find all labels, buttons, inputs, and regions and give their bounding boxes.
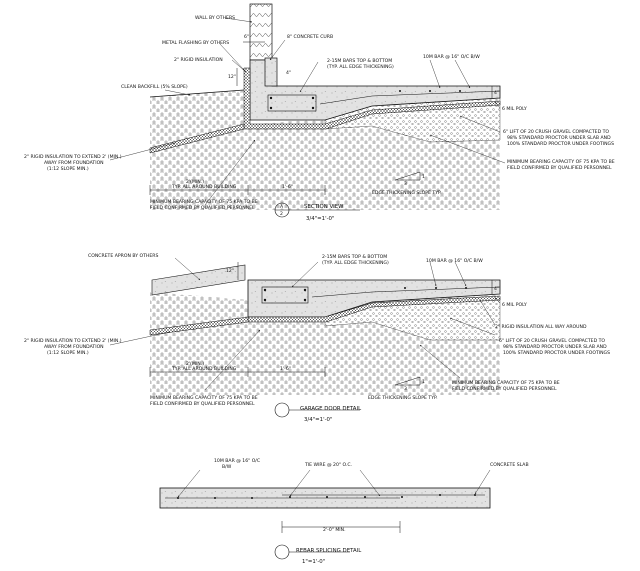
dim-12: 12" bbox=[228, 74, 236, 80]
dim-4b: 4" bbox=[494, 90, 499, 96]
note-gravel-1: 6" LIFT OF 20 CRUSH GRAVEL COMPACTED TO bbox=[503, 129, 609, 135]
note-garage-rigid-ext-2: AWAY FROM FOUNDATION bbox=[44, 344, 104, 350]
edge-thickening-bars bbox=[267, 94, 317, 112]
note-splice-bar-2: B/W bbox=[222, 464, 232, 470]
note-bearing-r2: FIELD CONFIRMED BY QUALIFIED PERSONNEL bbox=[507, 165, 612, 171]
garage-door-detail: CONCRETE APRON BY OTHERS 2-15M BARS TOP … bbox=[24, 253, 610, 423]
note-gravel-2: 98% STANDARD PROCTOR UNDER SLAB AND bbox=[507, 135, 611, 141]
note-backfill: CLEAN BACKFILL (5% SLOPE) bbox=[121, 84, 188, 90]
dim-garage-16: 1'-6" bbox=[280, 366, 291, 372]
marker-top: A bbox=[280, 204, 284, 210]
note-bars-sub: (TYP. ALL EDGE THICKENING) bbox=[327, 64, 394, 70]
dim-garage-2typ: TYP. ALL AROUND BUILDING bbox=[171, 366, 237, 372]
dim-2min: 2'(MIN.) bbox=[186, 179, 204, 185]
splice-marker bbox=[274, 544, 290, 560]
garage-edge-bars bbox=[261, 286, 309, 304]
note-garage-bars-sub: (TYP. ALL EDGE THICKENING) bbox=[322, 260, 389, 266]
splice-title: REBAR SPLICING DETAIL bbox=[296, 548, 361, 554]
dim-16: 1'-6" bbox=[282, 184, 293, 190]
note-rigid-around: 2" RIGID INSULATION ALL WAY AROUND bbox=[495, 324, 587, 330]
rebar-dots bbox=[269, 90, 461, 110]
note-rigid-ext-1: 2" RIGID INSULATION TO EXTEND 2' (MIN.) bbox=[24, 154, 122, 160]
note-splice-slab: CONCRETE SLAB bbox=[490, 462, 529, 468]
dim-6: 6" bbox=[244, 34, 249, 40]
note-bars: 2-15M BARS TOP & BOTTOM bbox=[327, 58, 392, 64]
section-view-title: SECTION VIEW bbox=[304, 204, 344, 210]
section-view-detail: WALL BY OTHERS METAL FLASHING BY OTHERS … bbox=[24, 3, 615, 222]
garage-rigid-insulation bbox=[247, 295, 501, 323]
note-curb: 8" CONCRETE CURB bbox=[287, 34, 333, 40]
note-garage-gravel-3: 100% STANDARD PROCTOR UNDER FOOTINGS bbox=[503, 350, 610, 356]
note-garage-gravel-2: 98% STANDARD PROCTOR UNDER SLAB AND bbox=[503, 344, 607, 350]
note-slope: EDGE THICKENING SLOPE TYP. bbox=[372, 190, 442, 196]
dim-garage-slope-rise: 1 bbox=[422, 379, 425, 385]
marker-bottom: 2 bbox=[280, 211, 283, 217]
note-garage-slope: EDGE THICKENING SLOPE TYP. bbox=[368, 395, 438, 401]
section-view-scale: 3/4"=1'-0" bbox=[306, 216, 334, 222]
note-garage-rigid-ext-1: 2" RIGID INSULATION TO EXTEND 2' (MIN.) bbox=[24, 338, 122, 344]
garage-scale: 3/4"=1'-0" bbox=[304, 417, 332, 423]
note-rebar: 10M BAR @ 16" O/C B/W bbox=[423, 54, 480, 60]
concrete-curb bbox=[264, 57, 278, 87]
note-splice-bar-1: 10M BAR @ 16" O/C bbox=[214, 458, 260, 464]
note-bearing-l2: FIELD CONFIRMED BY QUALIFIED PERSONNEL bbox=[150, 205, 255, 211]
note-rigid-top: 2" RIGID INSULATION bbox=[174, 57, 223, 63]
rebar-splicing-detail: 10M BAR @ 16" O/C B/W TIE WIRE @ 20" O.C… bbox=[159, 458, 529, 565]
note-flashing: METAL FLASHING BY OTHERS bbox=[162, 40, 229, 46]
dim-slope-rise: 1 bbox=[422, 174, 425, 180]
wall bbox=[249, 3, 273, 61]
note-poly: 6 MIL POLY bbox=[502, 106, 527, 112]
dim-garage-4: 4" bbox=[494, 286, 499, 292]
note-garage-poly: 6 MIL POLY bbox=[502, 302, 527, 308]
note-wall: WALL BY OTHERS bbox=[195, 15, 235, 21]
note-bearing-r1: MINIMUM BEARING CAPACITY OF 75 KPA TO BE bbox=[507, 159, 615, 165]
note-rigid-ext-3: (1:12 SLOPE MIN.) bbox=[47, 166, 89, 172]
slope-triangle bbox=[394, 171, 421, 181]
note-rigid-ext-2: AWAY FROM FOUNDATION bbox=[44, 160, 104, 166]
note-tie-wire: TIE WIRE @ 20" O.C. bbox=[304, 462, 352, 468]
dim-splice-lap: 2'-0" MIN. bbox=[323, 527, 346, 533]
garage-marker bbox=[274, 402, 290, 418]
note-garage-bearing-l1: MINIMUM BEARING CAPACITY OF 75 KPA TO BE bbox=[150, 395, 258, 401]
note-bearing-l1: MINIMUM BEARING CAPACITY OF 75 KPA TO BE bbox=[150, 199, 258, 205]
note-garage-bearing-r2: FIELD CONFIRMED BY QUALIFIED PERSONNEL bbox=[452, 386, 557, 392]
splice-scale: 1"=1'-0" bbox=[302, 559, 325, 565]
note-garage-rigid-ext-3: (1:12 SLOPE MIN.) bbox=[47, 350, 89, 356]
note-garage-bearing-r1: MINIMUM BEARING CAPACITY OF 75 KPA TO BE bbox=[452, 380, 560, 386]
note-apron: CONCRETE APRON BY OTHERS bbox=[88, 253, 158, 259]
dim-4a: 4" bbox=[286, 70, 291, 76]
garage-title: GARAGE DOOR DETAIL bbox=[300, 406, 361, 412]
dim-garage-12: 12" bbox=[226, 268, 234, 274]
garage-rigid-extension bbox=[149, 316, 249, 336]
slope-triangle-garage bbox=[394, 376, 421, 386]
note-garage-bars: 2-15M BARS TOP & BOTTOM bbox=[322, 254, 387, 260]
dim-slope-run: 3 bbox=[404, 181, 407, 187]
rigid-insulation bbox=[243, 67, 501, 130]
dim-garage-slope-run: 3 bbox=[404, 386, 407, 392]
note-garage-bearing-l2: FIELD CONFIRMED BY QUALIFIED PERSONNEL bbox=[150, 401, 255, 407]
note-garage-rebar: 10M BAR @ 16" O/C B/W bbox=[426, 258, 483, 264]
dim-2typ: TYP. ALL AROUND BUILDING bbox=[171, 184, 237, 190]
dim-garage-2min: 2'(MIN.) bbox=[186, 361, 204, 367]
note-garage-gravel-1: 6" LIFT OF 20 CRUSH GRAVEL COMPACTED TO bbox=[499, 338, 605, 344]
rigid-insulation-extension bbox=[149, 123, 245, 154]
note-gravel-3: 100% STANDARD PROCTOR UNDER FOOTINGS bbox=[507, 141, 614, 147]
